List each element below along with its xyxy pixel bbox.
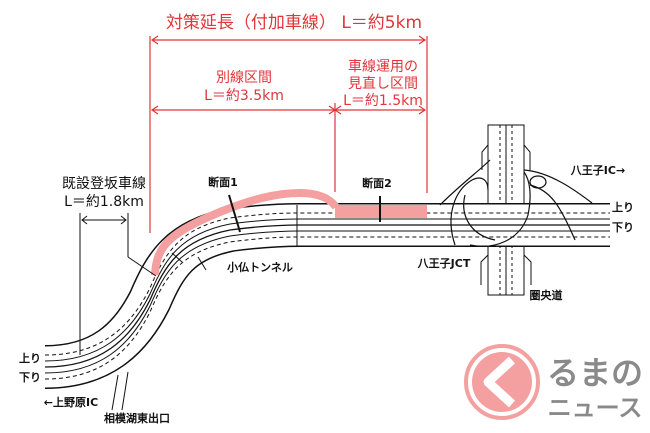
kurumanonews-logo: るまの ニュース (464, 344, 643, 422)
ic-right-label: 八王子IC→ (570, 164, 625, 177)
ken-o-do-label: 圏央道 (530, 288, 563, 302)
existing-lane-label: 既設登坂車線 (62, 175, 146, 192)
up-right-label: 上り (612, 200, 634, 214)
chuo-expressway (45, 213, 610, 411)
down-right-label: 下り (612, 221, 634, 234)
logo-line2: ニュース (548, 394, 643, 422)
minaoshi-label-1: 車線運用の (348, 58, 418, 75)
section2-label: 断面2 (362, 176, 392, 190)
jct-ramps (439, 159, 593, 247)
total-length-title: 対策延長（付加車線） L＝約5km (166, 13, 422, 33)
jct-label: 八王子JCT (417, 257, 471, 270)
down-left-label: 下り (19, 371, 41, 384)
minaoshi-length: L＝約1.5km (343, 93, 423, 109)
section1-marker (228, 194, 241, 233)
tunnel-label: 小仏トンネル (226, 260, 293, 274)
logo-line1: るまの (547, 354, 643, 392)
exit-label: 相模湖東出口 (104, 411, 170, 425)
up-left-label: 上り (19, 351, 41, 365)
existing-lane-length: L＝約1.8km (64, 194, 144, 210)
existing-lane-dimension (79, 213, 157, 355)
bessen-length: L＝約3.5km (204, 88, 284, 104)
chevron-left-icon (483, 356, 516, 408)
ic-left-label: ←上野原IC (44, 395, 98, 409)
section1-label: 断面1 (208, 175, 238, 189)
bessen-label: 別線区間 (216, 70, 272, 86)
dimension-lines (149, 35, 428, 233)
minaoshi-label-2: 見直し区間 (348, 75, 418, 92)
tunnel-marks (171, 205, 298, 271)
new-lane-highlight (151, 188, 340, 276)
